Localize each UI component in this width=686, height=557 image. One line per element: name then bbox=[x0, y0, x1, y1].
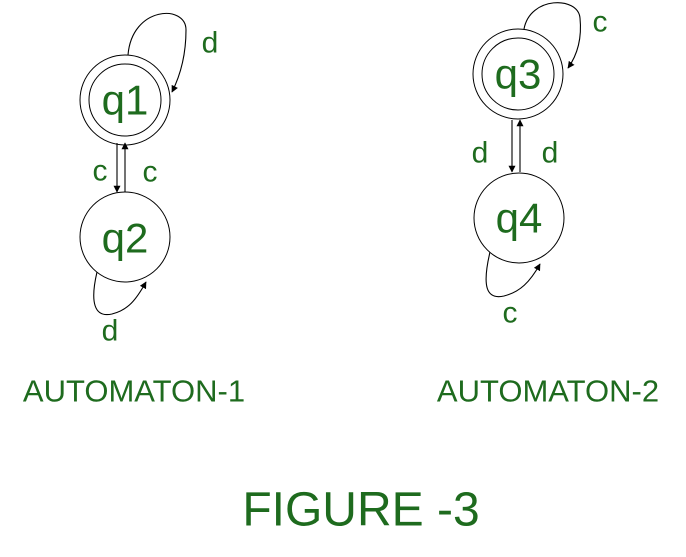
state-q1: q1 bbox=[79, 54, 171, 146]
automaton-1: q1 d c c q2 d AUTOMATON-1 bbox=[23, 12, 245, 409]
transition-q1-self-label: d bbox=[202, 27, 219, 60]
transition-q4-self-label: c bbox=[503, 297, 518, 330]
transition-q3-to-q4-label: d bbox=[472, 137, 489, 170]
state-q3-inner-ring bbox=[481, 37, 555, 111]
transition-q2-self-label: d bbox=[102, 315, 119, 348]
transition-q2-self-loop bbox=[93, 271, 147, 316]
transition-q3-self-loop bbox=[523, 2, 582, 69]
state-q2-label: q2 bbox=[102, 215, 149, 262]
state-q1-label: q1 bbox=[102, 77, 149, 124]
automaton-2: q3 c d d q4 c AUTOMATON-2 bbox=[437, 2, 659, 409]
state-q4-label: q4 bbox=[496, 195, 543, 242]
transition-q4-self-loop bbox=[485, 251, 541, 298]
state-q2: q2 bbox=[79, 191, 171, 283]
state-q4-ring bbox=[473, 172, 565, 264]
transition-q1-to-q2-label: c bbox=[93, 155, 108, 188]
transition-q3-self-label: c bbox=[593, 6, 608, 39]
state-q3-label: q3 bbox=[495, 51, 542, 98]
transition-q4-to-q3-label: d bbox=[542, 137, 559, 170]
state-q4: q4 bbox=[473, 172, 565, 264]
state-q2-ring bbox=[79, 191, 171, 283]
figure-title: FIGURE -3 bbox=[242, 484, 479, 537]
state-q1-inner-ring bbox=[88, 63, 162, 137]
automaton-2-caption: AUTOMATON-2 bbox=[437, 374, 659, 409]
transition-q1-self-loop bbox=[127, 12, 187, 93]
transition-q2-to-q1-label: c bbox=[143, 156, 158, 189]
state-q3-outer-ring bbox=[472, 28, 564, 120]
state-q3: q3 bbox=[472, 28, 564, 120]
automaton-1-caption: AUTOMATON-1 bbox=[23, 374, 245, 409]
